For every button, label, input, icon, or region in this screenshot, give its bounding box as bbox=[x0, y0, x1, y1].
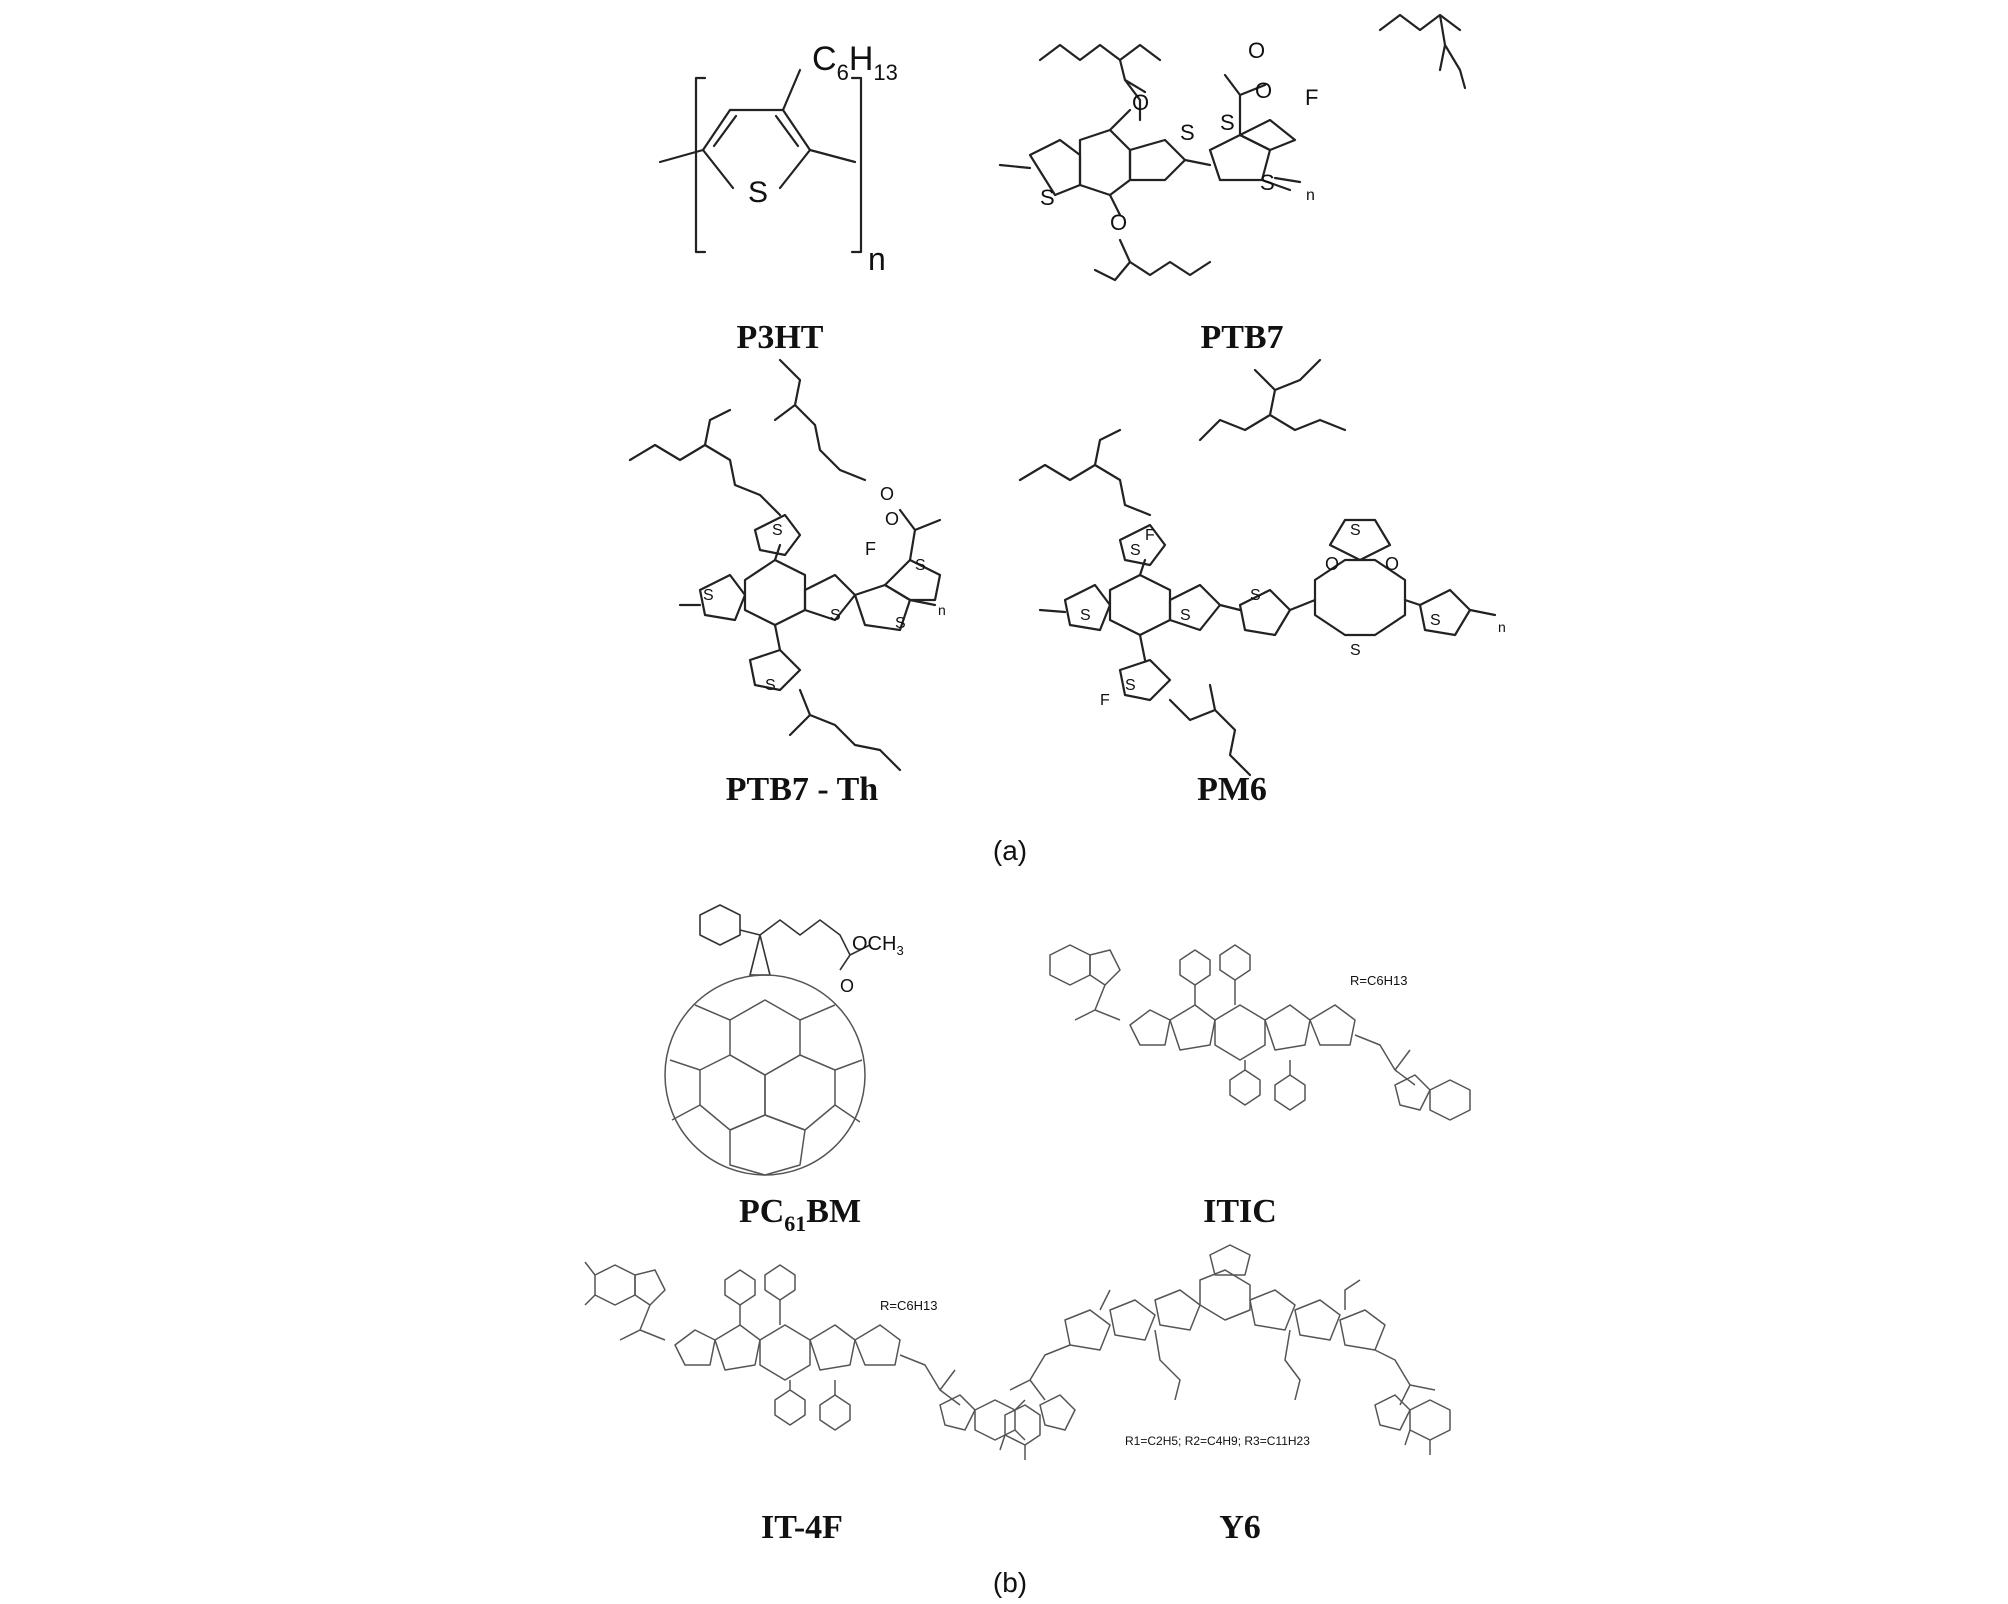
pc61bm-label: PC61BM bbox=[739, 1193, 861, 1236]
svg-text:S: S bbox=[1350, 522, 1361, 539]
svg-text:O: O bbox=[885, 509, 899, 529]
svg-text:O: O bbox=[840, 976, 854, 996]
svg-text:O: O bbox=[1255, 78, 1272, 103]
svg-text:OCH3: OCH3 bbox=[852, 933, 904, 958]
svg-text:S: S bbox=[1260, 170, 1275, 195]
panel-a-caption: (a) bbox=[993, 835, 1027, 866]
itic-label: ITIC bbox=[1203, 1193, 1277, 1230]
svg-text:O: O bbox=[1248, 38, 1265, 63]
svg-text:O: O bbox=[1385, 554, 1399, 574]
svg-text:S: S bbox=[1250, 587, 1261, 604]
ptb7-th-structure: O O F S S S S S S n bbox=[628, 358, 946, 772]
svg-text:S: S bbox=[1040, 185, 1055, 210]
p3ht-sulfur: S bbox=[748, 176, 768, 209]
svg-text:O: O bbox=[1110, 210, 1127, 235]
svg-text:F: F bbox=[1100, 692, 1110, 709]
ptb7-structure: O O O O S S S S F n bbox=[998, 13, 1467, 282]
svg-text:S: S bbox=[1180, 120, 1195, 145]
p3ht-label: P3HT bbox=[737, 319, 824, 356]
y6-structure: R1=C2H5; R2=C4H9; R3=C11H23 bbox=[999, 1244, 1451, 1460]
svg-text:S: S bbox=[895, 615, 906, 632]
svg-text:S: S bbox=[772, 522, 783, 539]
pm6-structure: F F O O S S S S S S S S n bbox=[1018, 358, 1506, 777]
svg-text:n: n bbox=[1306, 187, 1315, 204]
itic-structure: R=C6H13 bbox=[1049, 944, 1471, 1121]
svg-text:O: O bbox=[880, 484, 894, 504]
svg-text:O: O bbox=[1132, 90, 1149, 115]
svg-text:S: S bbox=[1125, 677, 1136, 694]
it-4f-structure: R=C6H13 bbox=[584, 1261, 1026, 1441]
pc61bm-structure: OCH3 O bbox=[664, 904, 904, 1176]
svg-text:F: F bbox=[865, 539, 876, 559]
svg-text:S: S bbox=[915, 557, 926, 574]
y6-r-groups: R1=C2H5; R2=C4H9; R3=C11H23 bbox=[1125, 1434, 1310, 1448]
svg-text:F: F bbox=[1305, 85, 1318, 110]
svg-text:S: S bbox=[765, 677, 776, 694]
y6-label: Y6 bbox=[1219, 1509, 1261, 1546]
svg-text:n: n bbox=[1498, 619, 1506, 635]
svg-text:S: S bbox=[1130, 542, 1141, 559]
ptb7-th-label: PTB7 - Th bbox=[726, 771, 879, 808]
ptb7-label: PTB7 bbox=[1200, 319, 1283, 356]
panel-b-caption: (b) bbox=[993, 1567, 1027, 1598]
pm6-label: PM6 bbox=[1197, 771, 1267, 808]
svg-text:S: S bbox=[1350, 642, 1361, 659]
svg-text:S: S bbox=[1220, 110, 1235, 135]
svg-text:S: S bbox=[1080, 607, 1091, 624]
svg-text:S: S bbox=[1430, 612, 1441, 629]
svg-text:S: S bbox=[830, 607, 841, 624]
it-4f-label: IT-4F bbox=[761, 1509, 843, 1546]
svg-text:S: S bbox=[703, 587, 714, 604]
svg-text:n: n bbox=[938, 602, 946, 618]
itic-r-group: R=C6H13 bbox=[1350, 973, 1407, 988]
p3ht-structure: S C6H13 n bbox=[658, 40, 898, 277]
svg-text:O: O bbox=[1325, 554, 1339, 574]
it-4f-r-group: R=C6H13 bbox=[880, 1298, 937, 1313]
p3ht-repeat: n bbox=[868, 241, 886, 277]
svg-text:F: F bbox=[1145, 527, 1155, 544]
svg-text:S: S bbox=[1180, 607, 1191, 624]
